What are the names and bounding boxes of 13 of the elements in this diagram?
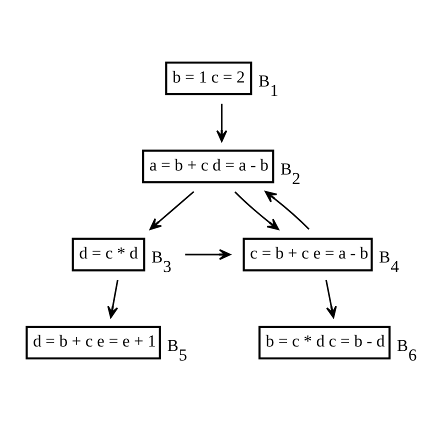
arrow — [264, 190, 310, 230]
node-box: b = c * d c = b - d — [258, 326, 391, 360]
arrow — [234, 191, 280, 230]
node-box: a = b + c d = a - b — [142, 150, 274, 184]
node-box: b = 1 c = 2 — [165, 62, 252, 96]
node-box: c = b + c e = a - b — [242, 238, 373, 272]
arrow — [150, 191, 194, 230]
node-box: d = b + c e = e + 1 — [26, 326, 161, 360]
arrow — [216, 104, 228, 142]
arrow — [325, 280, 337, 318]
arrow — [185, 249, 231, 260]
node-box: d = c * d — [72, 238, 146, 272]
arrow — [107, 280, 118, 318]
